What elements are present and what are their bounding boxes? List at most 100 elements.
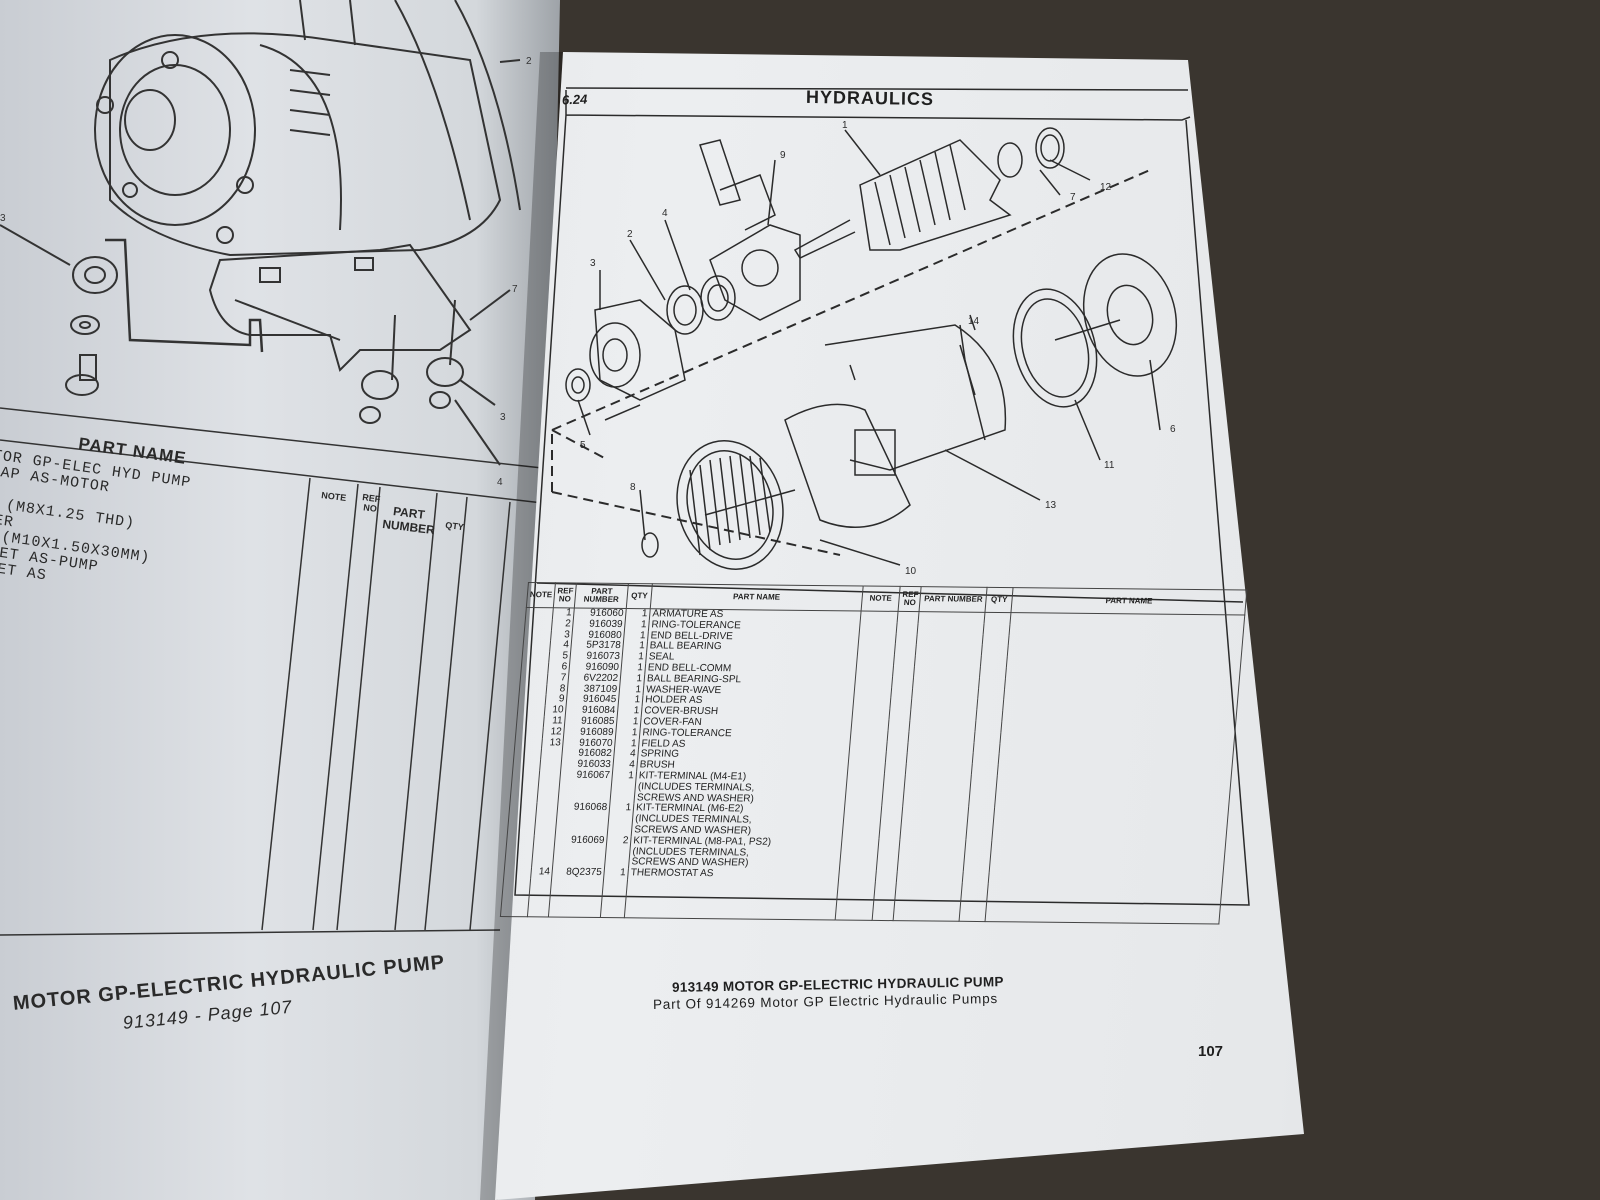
empty-cell [500,877,531,917]
left-callout: 3 [500,412,506,423]
ref-cell: 13 [541,737,564,749]
parts-table-wrapper: NOTE REF NO PART NUMBER QTY PART NAME NO… [500,582,1248,925]
ref-cell [897,611,920,623]
note-cell [859,611,899,623]
part-name-cell [994,775,1232,810]
qty-cell: 1 [610,770,637,804]
part-number-cell [897,838,967,872]
ref-cell [896,622,919,634]
page-title: HYDRAULICS [805,86,935,110]
ref-cell [888,719,911,731]
ref-cell [890,698,913,710]
part-number-cell [915,644,983,656]
note-cell [849,730,889,742]
section-number: 6.24 [561,91,588,108]
empty-cell [834,881,876,921]
note-cell [844,773,885,807]
empty-cell [600,878,628,918]
ref-cell [876,838,901,872]
part-number-cell: 916069 [552,834,608,869]
qty-cell [984,612,1012,624]
note-cell [847,762,886,774]
empty-cell [624,879,838,920]
ref-cell: 7 [547,672,570,685]
note-cell [513,748,542,760]
part-number-cell [913,676,980,689]
part-name-cell: KIT-TERMINAL (M6-E2) (INCLUDES TERMINALS… [631,803,845,839]
note-cell [854,676,894,688]
ref-cell [879,806,904,839]
part-number-cell [918,611,986,624]
ref-cell [539,759,562,771]
ref-cell [893,665,915,677]
parts-table: NOTE REF NO PART NUMBER QTY PART NAME NO… [500,582,1248,925]
ref-cell: 6 [548,661,570,674]
part-number-cell [907,741,975,754]
note-cell [514,737,543,749]
col-header-number: PART NUMBER [574,583,629,609]
note-cell [516,715,545,728]
part-number-cell [909,720,977,732]
qty-cell [980,655,1008,668]
note-cell [848,741,888,753]
qty-cell [971,763,999,776]
note-cell [525,607,554,620]
page-number: 107 [1198,1043,1224,1060]
qty-cell: 1 [624,619,650,631]
ref-cell: 8 [546,683,569,695]
qty-cell: 1 [615,727,641,739]
note-cell [858,622,898,634]
note-cell [524,618,553,630]
note-cell [856,654,895,666]
col-header-ref: REF NO [898,586,922,612]
part-number-cell [908,730,976,743]
callout-label: 10 [905,566,917,577]
ref-cell: 4 [549,640,572,652]
empty-cell [548,878,604,918]
note-cell [857,643,896,656]
col-header-qty: QTY [985,587,1014,613]
qty-cell [963,839,993,873]
qty-cell: 2 [604,835,632,869]
part-number-cell [903,774,972,808]
left-page: 2 3 3 4 7 PART NAME TOR GP-ELEC HYD PUMP… [0,0,560,1200]
ref-cell [884,763,907,775]
callout-label: 4 [662,208,668,219]
part-number-cell [905,763,973,775]
note-cell [510,769,540,803]
empty-cell [893,882,963,922]
note-cell [523,629,552,641]
ref-cell: 14 [530,866,553,879]
part-number-cell [916,633,984,646]
col-header-qty: QTY [626,583,653,609]
callout-label: 1 [842,120,848,131]
col-header-part-name: PART NAME [650,583,863,612]
qty-cell [973,742,1001,754]
left-callout: 3 [0,213,6,224]
note-cell [847,751,887,764]
ref-cell [534,802,559,836]
part-number-cell [900,806,969,840]
note-cell [841,805,883,839]
ref-cell [537,770,561,803]
qty-cell [983,623,1011,635]
note-cell [857,633,897,645]
table-filler-row [500,877,1223,925]
qty-cell [972,753,1000,765]
ref-cell [889,709,912,721]
note-cell [838,838,880,872]
note-cell [504,834,535,868]
note-cell [519,672,549,684]
note-cell [519,683,548,695]
ref-cell [891,687,914,699]
empty-cell [985,882,1223,925]
ref-cell [531,835,556,868]
qty-cell [976,699,1004,711]
ref-cell: 1 [552,607,575,620]
note-cell [852,697,892,710]
ref-cell: 3 [550,629,573,641]
note-cell [837,870,877,882]
